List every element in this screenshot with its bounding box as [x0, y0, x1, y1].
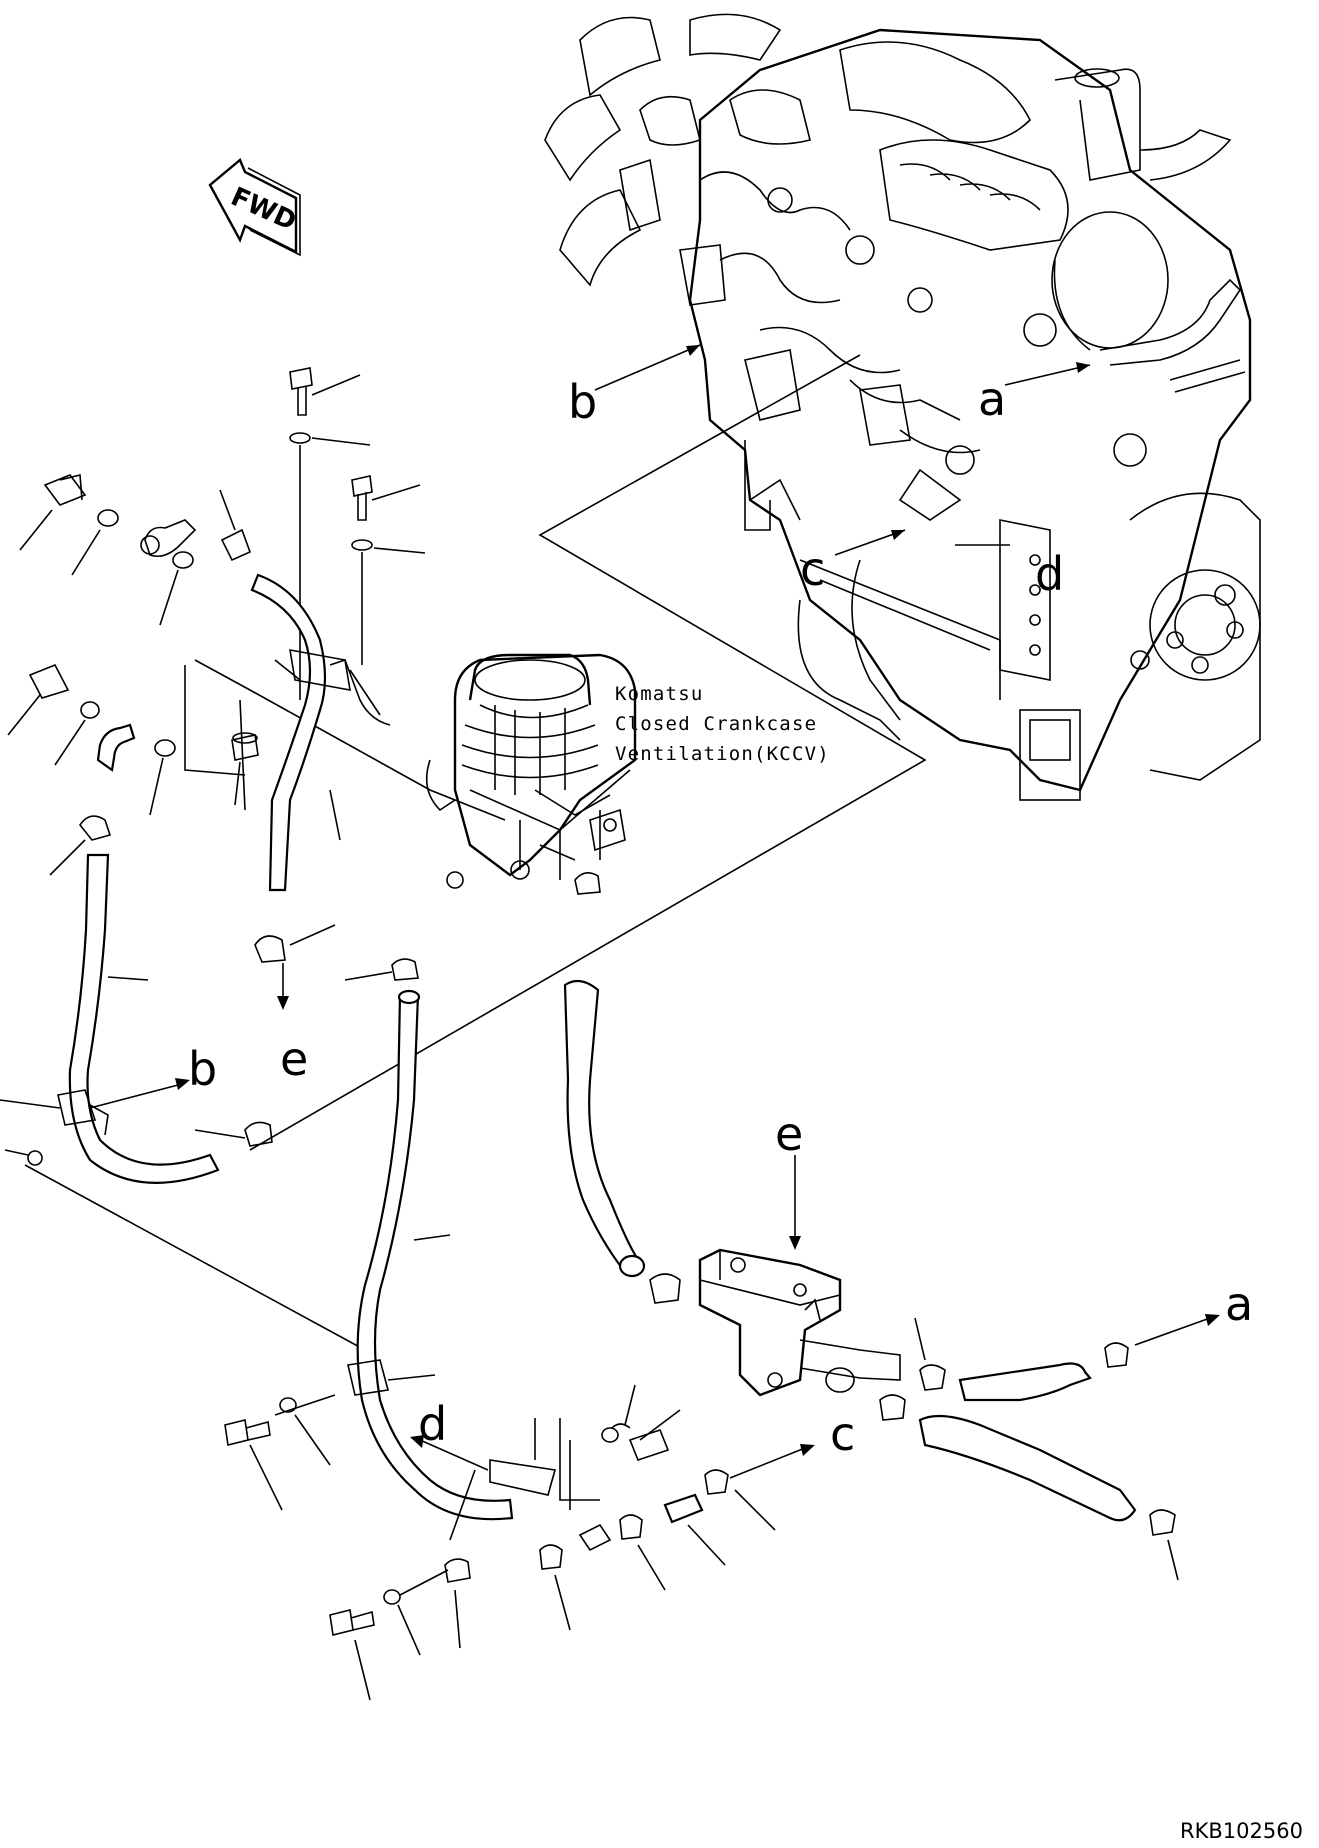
part-label-a-lower: a [1225, 1277, 1253, 1331]
part-label-d-lower: d [418, 1397, 447, 1451]
fwd-direction-arrow: FWD [208, 158, 301, 257]
detail-leader-lines [24, 354, 927, 1351]
kccv-note-line1: Komatsu [615, 683, 703, 705]
kccv-note-line3: Ventilation(KCCV) [615, 743, 830, 765]
part-label-c-lower: c [830, 1407, 855, 1461]
upper-bolts [289, 367, 426, 700]
right-hoses [879, 1314, 1220, 1581]
part-label-e-lower: e [775, 1107, 803, 1161]
lower-fittings [410, 1384, 815, 1631]
left-fittings [7, 473, 259, 876]
lower-left-bolts [224, 1394, 461, 1701]
left-long-hose [0, 853, 220, 1184]
tube-bracket [698, 1155, 901, 1397]
engine-callouts [594, 344, 1091, 556]
drawing-code: RKB102560 [1180, 1819, 1303, 1843]
central-long-hose [347, 989, 514, 1583]
upper-breather-hose [250, 573, 391, 1010]
engine-label-d: d [1035, 547, 1064, 601]
engine-assembly [544, 13, 1261, 801]
kccv-note: Komatsu Closed Crankcase Ventilation(KCC… [615, 683, 830, 765]
part-label-e-upper: e [280, 1032, 308, 1086]
part-label-b-lower: b [188, 1042, 217, 1096]
engine-label-a: a [978, 372, 1006, 426]
kccv-unit [425, 653, 637, 889]
engine-label-c: c [800, 542, 825, 596]
middle-clamps [194, 872, 601, 1147]
diagonal-breather-hose [563, 979, 681, 1304]
kccv-note-line2: Closed Crankcase [615, 713, 817, 735]
engine-label-b: b [568, 375, 597, 429]
